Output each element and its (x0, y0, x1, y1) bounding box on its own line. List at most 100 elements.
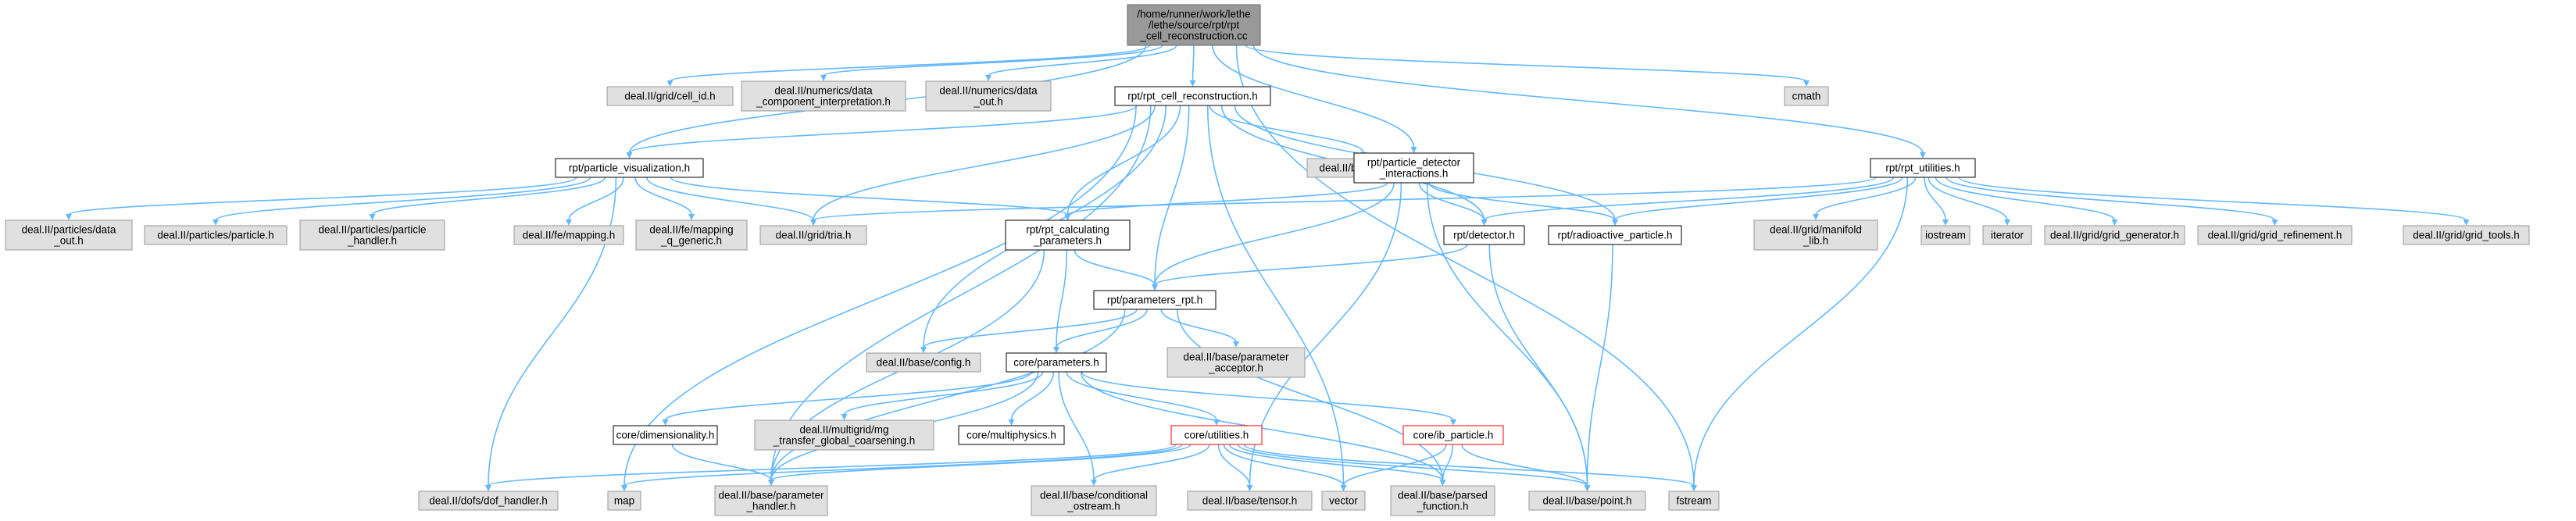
node-calc-params[interactable]: rpt/rpt_calculating_parameters.h (1005, 219, 1131, 251)
arrow-head-icon (1612, 219, 1618, 226)
node-label: _handler.h (745, 501, 795, 512)
node-particle-vis[interactable]: rpt/particle_visualization.h (555, 158, 704, 178)
node-parsed-fn: deal.II/base/parsed_function.h (1390, 485, 1495, 516)
edge-line (671, 444, 772, 481)
edge-line (1066, 182, 1388, 216)
edge-core_util-to-point (1237, 444, 1591, 491)
node-cell-rec[interactable]: rpt/rpt_cell_reconstruction.h (1114, 86, 1271, 106)
node-core-util[interactable]: core/utilities.h (1170, 425, 1263, 445)
edge-line (1160, 309, 1237, 343)
node-box (1528, 491, 1646, 511)
node-box (1982, 225, 2032, 245)
edge-line (1081, 371, 1454, 421)
edge-core_util-to-map (621, 444, 1183, 491)
edge-detector_inter-to-params_rpt (1152, 182, 1395, 291)
node-box (1353, 152, 1474, 184)
arrow-head-icon (1091, 480, 1097, 486)
node-label: deal.II/base/point.h (1542, 495, 1631, 507)
edge-line (813, 177, 1877, 221)
edge-line (1488, 244, 1588, 487)
node-box (1402, 425, 1504, 445)
arrow-head-icon (688, 214, 695, 220)
node-label: map (614, 495, 634, 507)
node-label: deal.II/multigrid/mg (799, 424, 888, 436)
node-box (555, 158, 704, 178)
arrow-head-icon (985, 75, 991, 81)
node-label: deal.II/base/parameter (1183, 351, 1289, 363)
arrow-head-icon (66, 214, 72, 220)
arrow-head-icon (1064, 214, 1071, 220)
node-mapping-q: deal.II/fe/mapping_q_generic.h (635, 219, 748, 251)
edge-line (1206, 105, 1345, 487)
edge-core_params-to-mg_transfer (841, 371, 1044, 420)
node-label: deal.II/numerics/data (774, 85, 873, 97)
node-label: deal.II/base/config.h (877, 357, 971, 369)
node-label: deal.II/dofs/dof_handler.h (429, 495, 548, 507)
node-box (1187, 491, 1313, 511)
edge-line (1928, 177, 2008, 221)
edge-line (1154, 244, 1468, 286)
node-dimensionality[interactable]: core/dimensionality.h (613, 425, 718, 445)
node-ib-particle[interactable]: core/ib_particle.h (1402, 425, 1504, 445)
node-params-rpt[interactable]: rpt/parameters_rpt.h (1093, 290, 1217, 310)
node-box (1753, 219, 1878, 251)
node-label: deal.II/particles/particle (318, 224, 426, 236)
node-mapping: deal.II/fe/mapping.h (513, 225, 624, 245)
edge-line (1093, 444, 1210, 481)
arrow-head-icon (1920, 152, 1926, 159)
node-iterator: iterator (1982, 225, 2032, 245)
node-label: /lethe/source/rpt/rpt (1149, 20, 1240, 31)
edge-particle_vis-to-p_data_out (66, 177, 577, 220)
node-label: _ostream.h (1066, 501, 1120, 512)
edge-detector_inter-to-radioactive (1428, 182, 1618, 226)
node-label: _parameters.h (1033, 235, 1102, 247)
node-label: _q_generic.h (660, 235, 722, 247)
node-detector[interactable]: rpt/detector.h (1443, 225, 1525, 245)
edge-line (1945, 177, 2276, 221)
node-detector-inter[interactable]: rpt/particle_detector_interactions.h (1353, 152, 1474, 184)
node-multiphysics[interactable]: core/multiphysics.h (958, 425, 1065, 445)
arrow-head-icon (1813, 214, 1819, 220)
edge-line (1815, 177, 1917, 216)
node-radioactive[interactable]: rpt/radioactive_particle.h (1548, 225, 1682, 245)
arrow-head-icon (820, 75, 827, 81)
node-box (1920, 225, 1970, 245)
node-label: deal.II/grid/tria.h (776, 230, 852, 241)
node-label: deal.II/fe/mapping.h (523, 230, 616, 241)
edge-root-to-data_out (985, 45, 1177, 81)
edge-line (488, 444, 1177, 487)
node-box (613, 425, 718, 445)
node-core-params[interactable]: core/parameters.h (1006, 352, 1107, 373)
edge-particle_vis-to-mapping_q (634, 177, 695, 220)
edge-particle_vis-to-mapping (566, 177, 624, 226)
arrow-head-icon (768, 480, 774, 486)
edge-utilities-to-grid_tools (1958, 177, 2470, 226)
edge-line (1056, 249, 1068, 348)
edge-line (1209, 105, 1365, 154)
arrow-head-icon (1439, 480, 1446, 486)
node-grid-gen: deal.II/grid/grid_generator.h (2044, 225, 2185, 245)
edge-detector_inter-to-calc_params (1064, 182, 1388, 220)
edge-cell_rec-to-tria (810, 105, 1156, 226)
node-utilities[interactable]: rpt/rpt_utilities.h (1870, 158, 1976, 178)
node-label: deal.II/base/parsed (1398, 490, 1488, 501)
edge-line (813, 105, 1156, 221)
arrow-head-icon (1340, 485, 1347, 491)
node-box (2403, 225, 2530, 245)
edge-detector_inter-to-detector (1418, 182, 1488, 226)
edge-line (1418, 182, 1485, 221)
node-box (1006, 352, 1107, 373)
edge-line (1461, 444, 1588, 487)
edge-line (770, 105, 1152, 481)
edge-line (1154, 105, 1190, 286)
edge-line (1428, 182, 1616, 221)
node-root[interactable]: /home/runner/work/lethe/lethe/source/rpt… (1127, 4, 1261, 46)
arrow-head-icon (2271, 219, 2278, 226)
edge-detector-to-params_rpt (1152, 244, 1468, 291)
node-label: rpt/detector.h (1453, 230, 1515, 241)
edge-calc_params-to-params_rpt (1074, 249, 1158, 291)
node-label: iostream (1925, 230, 1966, 241)
arrow-head-icon (1691, 485, 1697, 491)
arrow-head-icon (1803, 80, 1810, 87)
node-box (1784, 86, 1829, 106)
